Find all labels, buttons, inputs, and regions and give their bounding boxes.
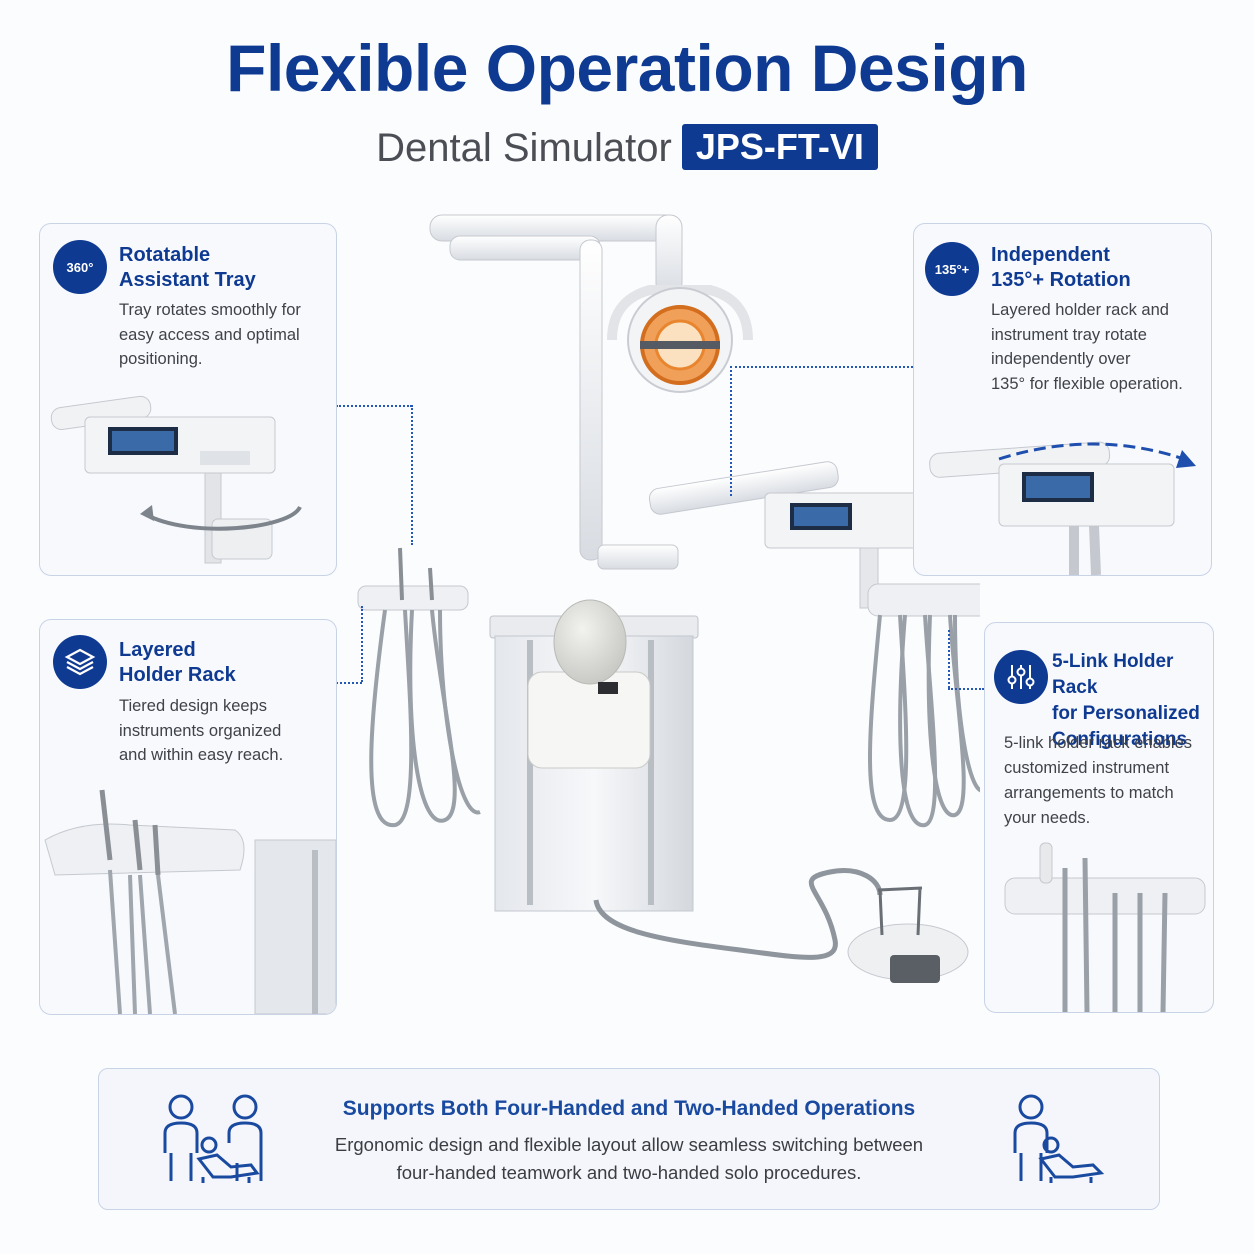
connector-line bbox=[336, 405, 412, 407]
banner-description: Ergonomic design and flexible layout all… bbox=[334, 1134, 924, 1183]
connector-line bbox=[948, 630, 950, 688]
feature-card-rotatable-tray: 360° Rotatable Assistant Tray Tray rotat… bbox=[39, 223, 337, 576]
connector-line bbox=[948, 688, 984, 690]
rotate-135-icon: 135°+ bbox=[925, 242, 979, 296]
two-handed-operation-icon bbox=[1013, 1094, 1105, 1183]
banner-title: Supports Both Four-Handed and Two-Handed… bbox=[342, 1097, 916, 1120]
operating-lamp bbox=[607, 285, 753, 393]
connector-line bbox=[336, 682, 362, 684]
sliders-icon bbox=[994, 650, 1048, 704]
independent-rotation-illustration bbox=[929, 441, 1196, 575]
page-title: Flexible Operation Design bbox=[226, 31, 1028, 105]
feature-card-independent-rotation: 135°+ Independent 135°+ Rotation Layered… bbox=[913, 223, 1212, 576]
rotating-tray-illustration bbox=[50, 395, 302, 564]
connector-line bbox=[411, 405, 413, 545]
layers-icon bbox=[53, 635, 107, 689]
four-handed-operation-icon bbox=[163, 1094, 263, 1183]
model-badge: JPS-FT-VI bbox=[681, 124, 878, 170]
feature-card-layered-rack: Layered Holder Rack Tiered design keeps … bbox=[39, 619, 337, 1015]
connector-line bbox=[730, 366, 732, 496]
dental-simulator-illustration bbox=[357, 214, 980, 983]
rotate-360-icon: 360° bbox=[53, 240, 107, 294]
card-title: Layered Holder Rack bbox=[119, 639, 236, 686]
operation-modes-banner: Supports Both Four-Handed and Two-Handed… bbox=[98, 1068, 1160, 1210]
card-title: 5-Link Holder Rack for Personalized Conf… bbox=[1052, 651, 1200, 750]
connector-line bbox=[730, 366, 913, 368]
card-description: Tiered design keeps instruments organize… bbox=[119, 697, 284, 764]
card-title: Independent 135°+ Rotation bbox=[991, 244, 1131, 291]
feature-card-five-link-rack: 5-Link Holder Rack for Personalized Conf… bbox=[984, 622, 1214, 1013]
card-title: Rotatable Assistant Tray bbox=[119, 244, 256, 291]
card-description: Layered holder rack and instrument tray … bbox=[991, 301, 1183, 393]
five-link-rack-illustration bbox=[1004, 842, 1206, 1012]
product-name: Dental Simulator bbox=[376, 126, 672, 170]
card-description: Tray rotates smoothly for easy access an… bbox=[119, 301, 301, 368]
connector-line bbox=[361, 606, 363, 682]
holder-rack-illustration bbox=[44, 789, 336, 1014]
card-description: 5-link holder rack enables customized in… bbox=[1004, 734, 1193, 827]
